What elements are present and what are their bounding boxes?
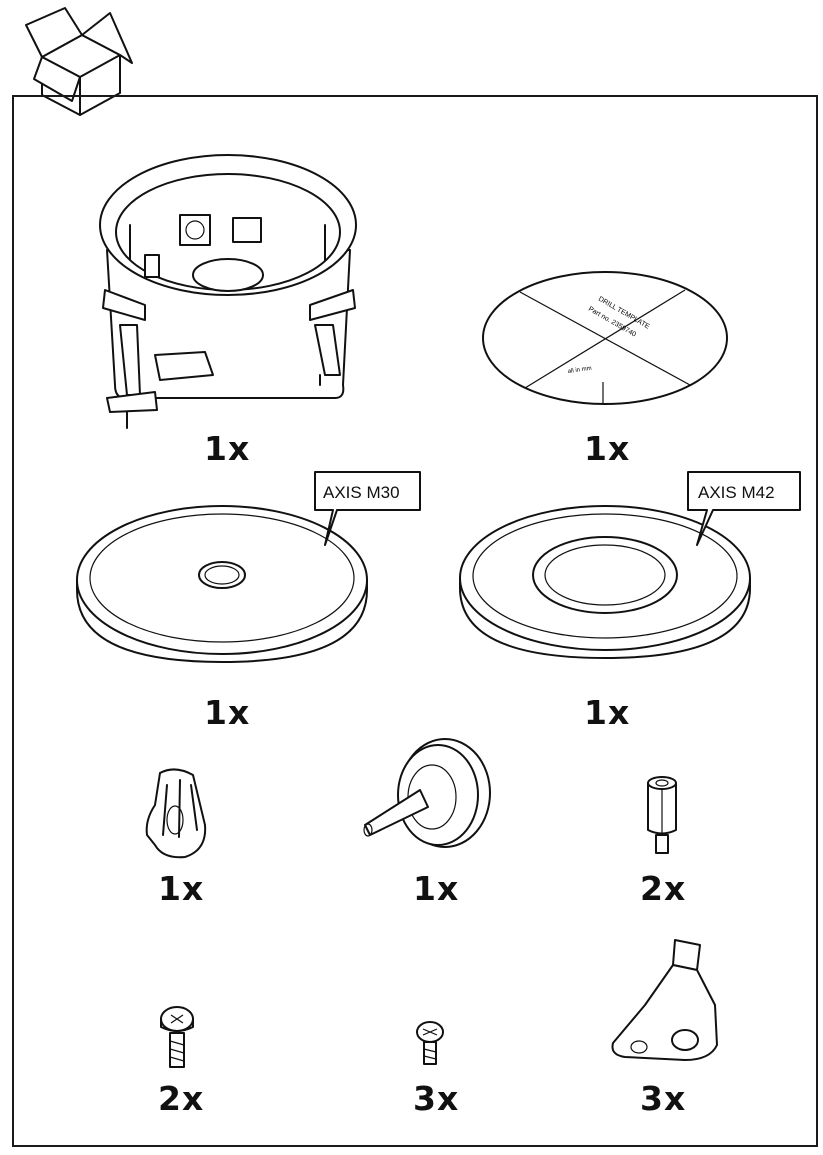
clamp-bracket-quantity: 3x — [640, 1079, 687, 1118]
anchor-quantity: 1x — [158, 869, 205, 908]
anchor-illustration — [145, 768, 207, 859]
adapter-m30-callout: AXIS M30 — [323, 483, 400, 502]
adapter-m42-callout: AXIS M42 — [698, 483, 775, 502]
adapter-m30-illustration: AXIS M30 — [76, 471, 421, 663]
backbox-illustration — [99, 154, 357, 429]
standoff-quantity: 2x — [640, 869, 687, 908]
screw-small-quantity: 3x — [413, 1079, 460, 1118]
drill-template-illustration: DRILL TEMPLATE Part no. 2359740 all in m… — [482, 271, 728, 405]
backbox-quantity: 1x — [204, 429, 251, 468]
adapter-m42-quantity: 1x — [584, 693, 631, 732]
cable-gasket-illustration — [363, 738, 491, 848]
cable-gasket-quantity: 1x — [413, 869, 460, 908]
screw-torx-quantity: 2x — [158, 1079, 205, 1118]
adapter-m30-quantity: 1x — [204, 693, 251, 732]
standoff-illustration — [647, 776, 677, 854]
clamp-bracket-illustration — [611, 939, 718, 1061]
drill-template-quantity: 1x — [584, 429, 631, 468]
screw-small-illustration — [416, 1021, 444, 1065]
package-contents-frame — [12, 95, 818, 1147]
adapter-m42-illustration: AXIS M42 — [459, 471, 801, 659]
drill-template-scale-note: all in mm — [567, 366, 592, 375]
screw-torx-illustration — [160, 1006, 194, 1068]
